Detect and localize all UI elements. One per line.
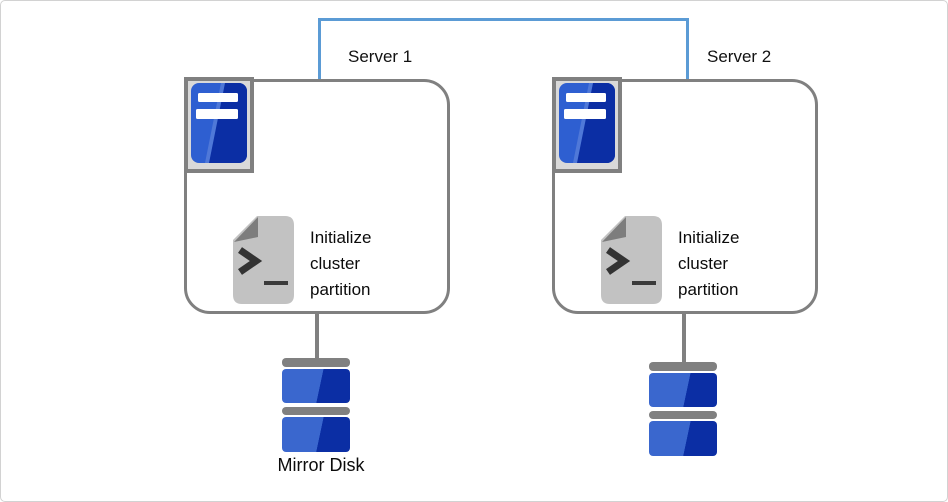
shell-script-icon [233, 216, 294, 304]
server2-box: Initialize cluster partition [552, 77, 818, 314]
disk-stack-icon [282, 358, 350, 452]
server1-box: Initialize cluster partition [184, 77, 450, 314]
server1-label: Server 1 [348, 47, 413, 66]
server1-disk-connector [315, 311, 319, 359]
server1-unit-panel [184, 77, 254, 173]
disk-platter [282, 369, 350, 403]
disk-stack-icon [649, 362, 717, 456]
server1-task-text: Initialize cluster partition [310, 228, 372, 299]
disk-cap [649, 362, 717, 371]
shell-script-icon [601, 216, 662, 304]
disk-cap [282, 407, 350, 415]
server-tower-icon [559, 82, 615, 168]
disk-cap [282, 358, 350, 367]
disk-platter [649, 421, 717, 456]
interconnect-link [318, 18, 689, 79]
server2-disk-connector [682, 311, 686, 363]
server2-unit-panel [552, 77, 622, 173]
server-tower-icon [191, 82, 247, 168]
server2-label: Server 2 [707, 47, 772, 66]
server2-task-text: Initialize cluster partition [678, 228, 740, 299]
disk-platter [649, 373, 717, 407]
disk-platter [282, 417, 350, 452]
disk-cap [649, 411, 717, 419]
mirror-disk-label: Mirror Disk [277, 455, 365, 475]
